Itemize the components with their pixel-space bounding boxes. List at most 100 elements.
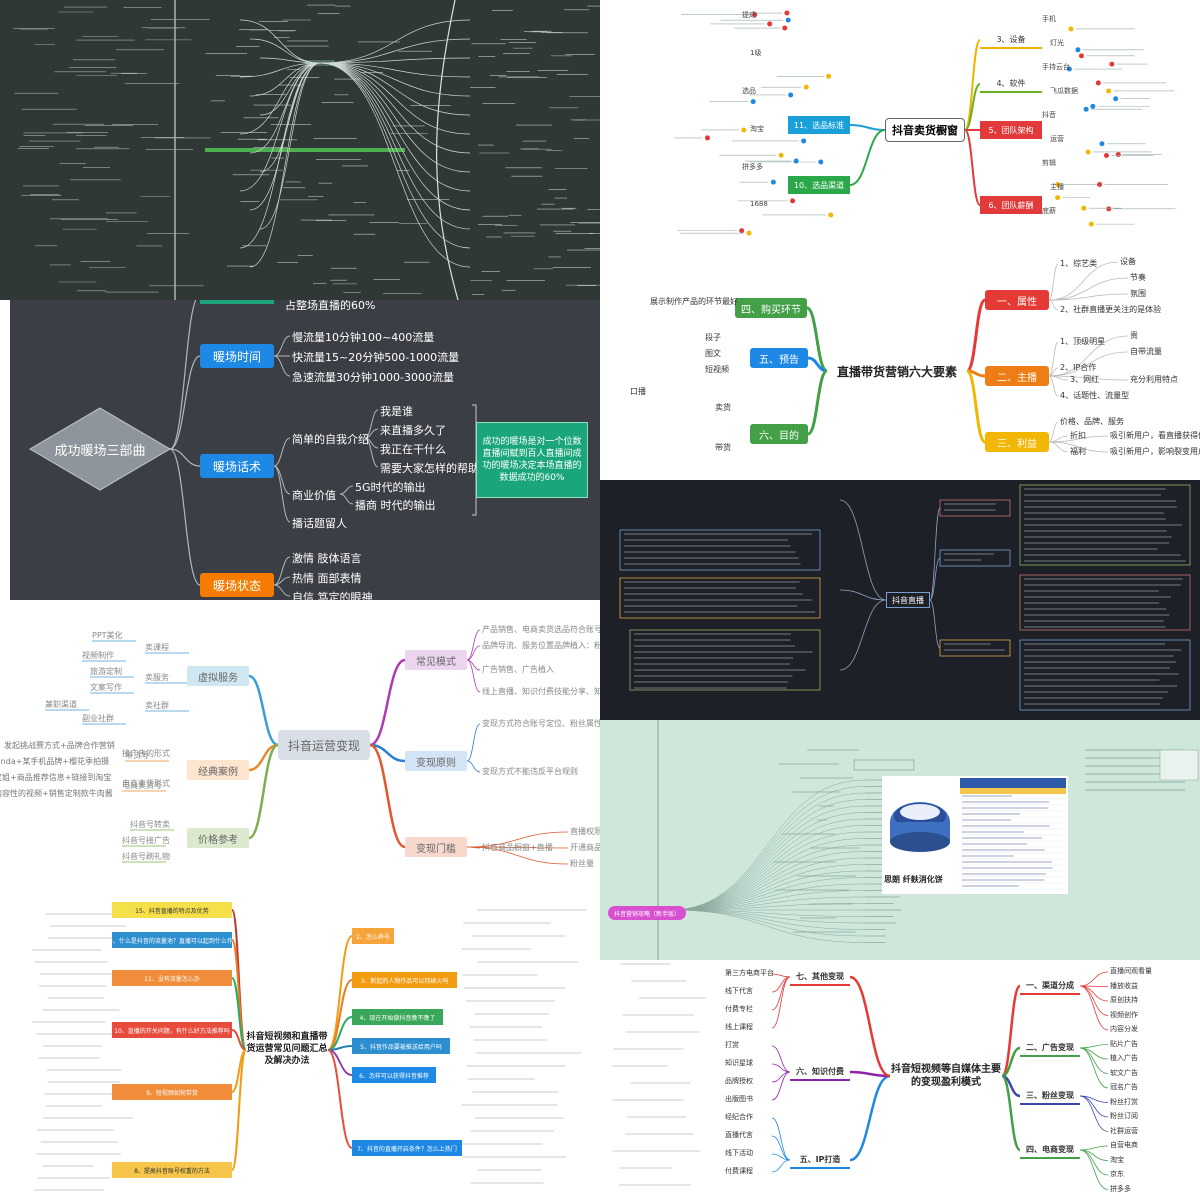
live-six-leaf: 1、综艺类 [1060,259,1098,268]
goods-window-leaf: 剪辑 [1042,159,1056,167]
warmup-state-item: 激情 肢体语言 [292,552,362,565]
goods-window-leaf: 运营 [1050,135,1064,143]
selfmedia-branch: 二、广告变现 [1020,1039,1080,1057]
leaf-badge [1109,61,1115,67]
content-frame [629,629,821,691]
selfmedia-branch: 三、粉丝变现 [1020,1087,1080,1105]
branch-connector [369,658,406,747]
leaf-badge [767,21,773,27]
branch-connector [964,129,981,206]
leaf-badge [818,159,824,165]
ops-left-leaf: 卖服务 [145,673,169,682]
live-six-leaf: 1、顶级明星 [1060,337,1106,346]
branch-connector [339,493,354,505]
leaf-badge [1103,152,1109,158]
branch-connector [249,62,321,268]
content-frame [619,529,821,571]
ops-branch: 经典案例 [187,760,249,780]
ops-branch: 虚拟服务 [187,666,249,686]
ops-case-leaf: Linda+某手机品牌+樱花季拍摄 [0,757,110,766]
warmup-intro-sub: 我正在干什么 [380,443,446,456]
live-six-mindmap: 直播带货营销六大要素 一、属性 二、主播 三、利益 四、购买环节 五、预告 六、… [600,240,1200,480]
ops-left-leaf: 带货号 [125,751,149,760]
branch-connector [771,1071,791,1101]
live-six-leaf: 段子 [705,333,721,342]
ops-mode-leaf: 线上直播、知识付费技能分享、知 [482,687,600,696]
leaf-badge [750,99,756,105]
goods-window-leaf: 抖音 [1042,111,1056,119]
branch-connector [771,1153,791,1161]
branch-connector [319,62,471,268]
ops-mode-leaf: 品牌导流、服务位置品牌植入：粉 [482,641,600,650]
leaf-badge [739,228,745,234]
faq-question: 15、抖音直播的特点及优势 [112,902,232,918]
branch-connector [466,659,481,693]
leaf-badge [801,138,807,144]
branch-connector [327,935,353,1051]
selfmedia-leaf: 线下代言 [725,987,753,995]
faq-canvas [32,909,587,1191]
thumbnail [1159,749,1199,781]
branch-connector [669,851,866,911]
live-six-branch: 四、购买环节 [735,298,807,318]
selfmedia-branch: 一、渠道分成 [1020,977,1080,995]
branch-connector [1000,1074,1022,1152]
live-six-leaf: 设备 [1120,257,1136,266]
goods-window-leaf: 底薪 [1042,207,1056,215]
branch-connector [319,62,471,154]
warmup-talk-item: 播话题留人 [292,517,347,530]
warmup-intro-sub: 我是谁 [380,405,413,418]
product-bowl-illustration [890,802,950,852]
ops-branch: 价格参考 [187,828,249,848]
live-six-leaf: 2、社群直播更关注的是体验 [1060,305,1162,314]
branch-connector [273,465,291,495]
selfmedia-leaf: 付费课程 [725,1167,753,1175]
branch-connector [319,62,471,173]
branch-connector [466,629,481,661]
leaf-badge [1055,195,1061,201]
root-diamond [29,407,171,491]
leaf-badge [1078,53,1084,59]
goods-window-leaf: 淘宝 [750,125,764,133]
branch-connector [231,1029,247,1051]
branch-connector [669,812,866,911]
leaf-badge [746,230,752,236]
branch-connector [669,909,866,930]
branch-connector [466,723,481,762]
goods-window-leaf: 飞瓜数据 [1050,87,1078,95]
selfmedia-canvas [611,963,1109,1190]
warmup-talk-item: 简单的自我介绍 [292,433,369,446]
branch-connector [839,589,887,601]
branch-connector [1048,341,1059,377]
goods-window-leaf: 手持云台 [1042,63,1070,71]
branch-connector [319,62,471,97]
warmup-value-sub: 播商 时代的输出 [355,499,436,512]
live-six-leaf: 吸引新用户，影响裂变用户 [1110,447,1200,456]
leaf-badge [1083,106,1089,112]
branch-connector [259,62,321,116]
selfmedia-leaf: 冠名广告 [1110,1083,1138,1091]
dark-tree-mindmap [0,0,600,300]
faq-question: 8、提高抖音账号权重的方法 [112,1162,232,1178]
branch-connector [1000,984,1022,1078]
goods-window-leaf: 灯光 [1050,39,1064,47]
branch-connector [964,83,981,131]
ops-case-group: 电商卖货形式 [122,779,170,788]
branch-connector [965,298,987,373]
live-six-leaf: 福利 [1070,447,1086,456]
branch-connector [1079,1044,1109,1049]
live-six-branch: 三、利益 [985,432,1049,452]
live-six-leaf: 贵 [1130,331,1138,340]
faq-question: 4、现在开始做抖音晚不晚了 [352,1009,443,1025]
branch-connector [239,62,321,192]
selfmedia-leaf: 自营电商 [1110,1141,1138,1149]
branch-connector [327,1049,353,1149]
table-subheader [960,788,1066,794]
dark-tree-canvas [13,0,600,300]
selfmedia-mindmap: 抖音短视频等自媒体主要的变现盈利模式 一、渠道分成二、广告变现三、粉丝变现四、电… [600,960,1200,1200]
branch-connector [231,1049,247,1171]
selfmedia-leaf: 贴片广告 [1110,1039,1138,1048]
goods-window-canvas [673,10,1176,236]
branch-connector [669,779,866,911]
branch-connector [669,909,866,924]
